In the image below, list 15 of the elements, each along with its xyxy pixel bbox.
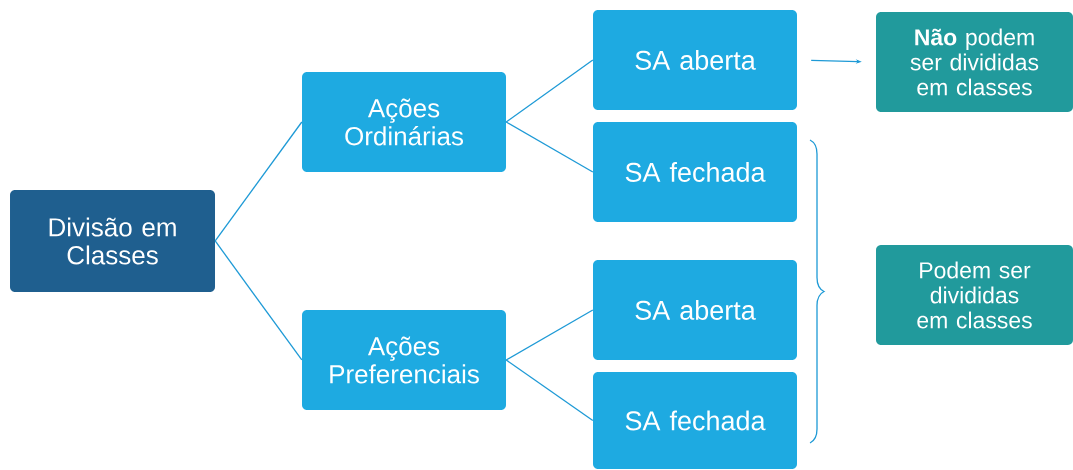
connector-line bbox=[505, 309, 594, 361]
process-box: Divisão em Classes bbox=[10, 190, 215, 292]
connector-line bbox=[505, 59, 594, 123]
connector-line bbox=[505, 359, 594, 422]
result-box: Podem ser divididas em classes bbox=[876, 245, 1073, 345]
connector-line bbox=[214, 240, 303, 361]
process-box: SA fechada bbox=[593, 122, 797, 222]
result-box: Não podem ser divididas em classes bbox=[876, 12, 1073, 112]
connector-line bbox=[505, 121, 594, 173]
connector-line bbox=[214, 121, 303, 242]
process-box: Ações Preferenciais bbox=[302, 310, 506, 410]
process-box: SA fechada bbox=[593, 372, 797, 469]
process-box: Ações Ordinárias bbox=[302, 72, 506, 172]
process-box: SA aberta bbox=[593, 260, 797, 360]
process-box: SA aberta bbox=[593, 10, 797, 110]
